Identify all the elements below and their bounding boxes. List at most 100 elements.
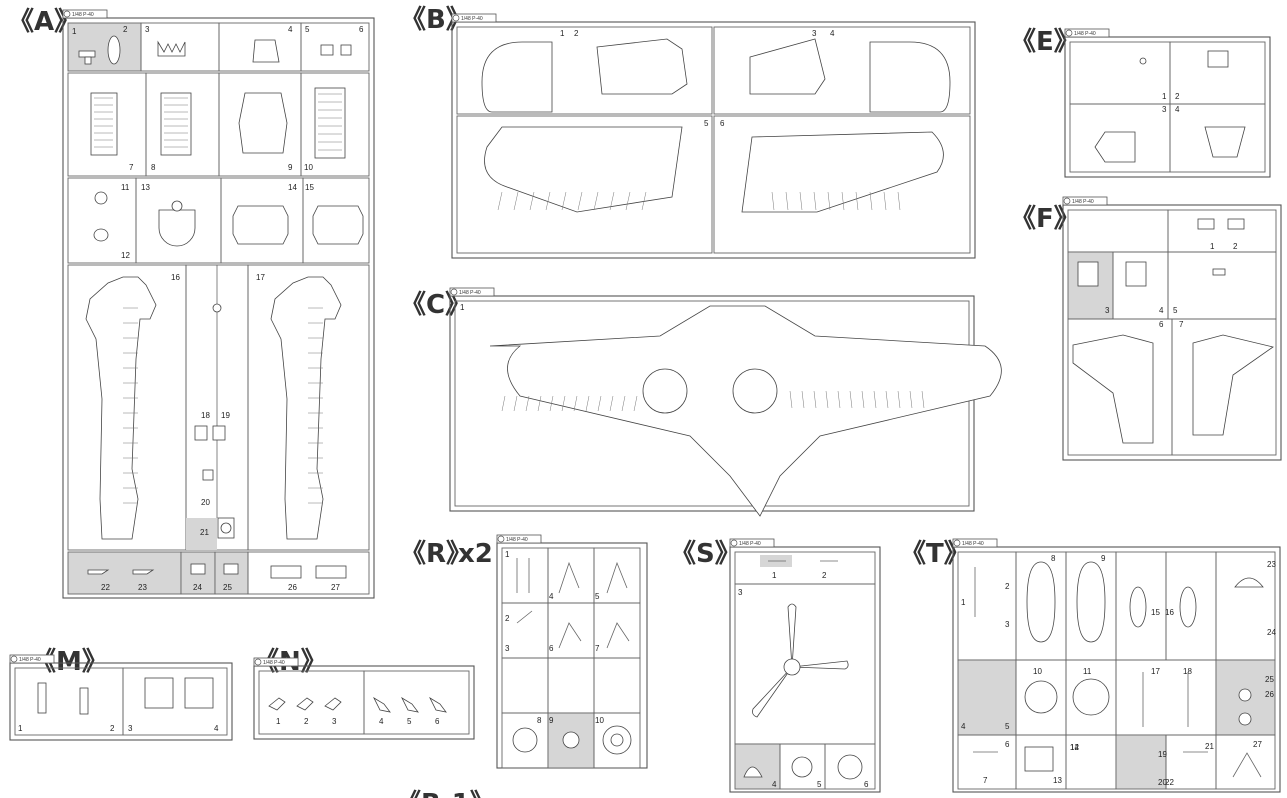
part-number-r-10: 10	[595, 716, 604, 725]
part-a13-ring	[171, 200, 183, 212]
sprue-tag-text: 1/48 P-40	[962, 541, 984, 547]
part-number-m-2: 2	[110, 724, 115, 733]
part-number-t-7: 7	[983, 776, 988, 785]
part-number-a-9: 9	[288, 163, 293, 172]
sprue-tag-text: 1/48 P-40	[459, 290, 481, 296]
part-shape	[37, 682, 47, 714]
part-number-t-1: 1	[961, 598, 966, 607]
part-number-a-11: 11	[121, 183, 130, 192]
flap-rib	[497, 191, 503, 211]
part-shape	[268, 697, 286, 711]
shaded-cell	[735, 744, 780, 789]
part-number-n-3: 3	[332, 717, 337, 726]
part-a2-shape	[107, 35, 121, 65]
part-shape	[79, 687, 89, 715]
part-b5-wing	[484, 126, 683, 213]
part-number-a-7: 7	[129, 163, 134, 172]
part-shape	[1125, 261, 1147, 287]
part-number-f-3: 3	[1105, 306, 1110, 315]
flap-rib	[825, 390, 829, 409]
part-shape	[1197, 218, 1215, 230]
sprue-tag-text: 1/48 P-40	[1074, 31, 1096, 37]
part-a16-fuselage	[85, 276, 157, 540]
part-shape	[190, 563, 206, 575]
part-number-n-2: 2	[304, 717, 309, 726]
part-number-t-20: 20	[1158, 778, 1167, 787]
part-number-f-4: 4	[1159, 306, 1164, 315]
part-b1-elevator	[481, 41, 553, 113]
sprue-label-r1: 《R-1》	[395, 789, 496, 798]
part-m4-shape	[184, 677, 214, 709]
part-number-t-14: 14	[1070, 743, 1079, 752]
part-shape	[1234, 577, 1264, 588]
sprue-cell	[734, 583, 876, 745]
part-number-a-8: 8	[151, 163, 156, 172]
part-number-m-4: 4	[214, 724, 219, 733]
sprue-tag-circle	[1065, 29, 1073, 37]
part-shape	[429, 696, 447, 713]
flap-rib	[909, 390, 913, 409]
part-number-t-22: 22	[1165, 778, 1174, 787]
sprue-cell	[713, 115, 971, 254]
part-number-f-2: 2	[1233, 242, 1238, 251]
part-shape	[202, 469, 214, 481]
flap-rib	[501, 395, 506, 412]
flap-rib	[813, 390, 817, 409]
part-number-b-4: 4	[830, 29, 835, 38]
part-shape	[270, 565, 302, 579]
part-number-r-9: 9	[549, 716, 554, 725]
sprue-cell	[593, 657, 641, 714]
part-number-a-6: 6	[359, 25, 364, 34]
part-shape	[401, 696, 419, 713]
part-b3-elevator	[749, 38, 826, 95]
part-number-r-2: 2	[505, 614, 510, 623]
part-e2-shape	[1207, 50, 1229, 68]
sprue-cell	[593, 602, 641, 659]
part-number-n-5: 5	[407, 717, 412, 726]
sprue-frame-e	[1064, 36, 1271, 178]
part-number-r-7: 7	[595, 644, 600, 653]
sprue-cell	[547, 602, 595, 659]
sprue-cell	[593, 712, 641, 769]
flap-rib	[897, 191, 901, 211]
part-shape	[320, 44, 334, 56]
part-number-t-24: 24	[1267, 628, 1276, 637]
part-number-a-24: 24	[193, 583, 202, 592]
part-number-t-17: 17	[1151, 667, 1160, 676]
sprue-cell	[140, 22, 220, 72]
sprue-cell	[1069, 41, 1171, 105]
flap-rib	[837, 390, 841, 409]
sprue-cell	[456, 26, 713, 115]
part-number-t-10: 10	[1033, 667, 1042, 676]
part-e3-shape	[1094, 131, 1136, 163]
sprue-tag-box	[496, 534, 542, 544]
part-number-n-1: 1	[276, 717, 281, 726]
part-number-t-9: 9	[1101, 554, 1106, 563]
sprue-tag-text: 1/48 P-40	[1072, 199, 1094, 205]
sprue-tag-box	[952, 538, 998, 548]
part-shape	[1179, 586, 1197, 628]
part-number-t-12: 12	[1070, 743, 1079, 752]
sprue-frame-m	[9, 662, 233, 741]
sprue-cell	[1215, 734, 1276, 790]
part-r8-wheel	[512, 727, 538, 753]
part-number-f-7: 7	[1179, 320, 1184, 329]
flap-rib	[585, 395, 590, 412]
sprue-frame-b	[451, 21, 976, 259]
flap-rib	[883, 191, 887, 211]
flap-rib	[861, 390, 865, 409]
part-number-e-2: 2	[1175, 92, 1180, 101]
flap-rib	[799, 191, 803, 211]
part-t8-droptank	[1026, 561, 1056, 643]
part-number-t-2: 2	[1005, 582, 1010, 591]
part-number-t-27: 27	[1253, 740, 1262, 749]
sprue-label-s: 《S》	[670, 539, 741, 569]
propeller-hub	[783, 658, 801, 676]
part-number-a-13: 13	[141, 183, 150, 192]
part-number-t-5: 5	[1005, 722, 1010, 731]
part-t11-shape	[1072, 678, 1110, 716]
flap-rib	[593, 191, 599, 211]
part-a8-shape	[160, 92, 192, 156]
flap-rib	[529, 191, 535, 211]
